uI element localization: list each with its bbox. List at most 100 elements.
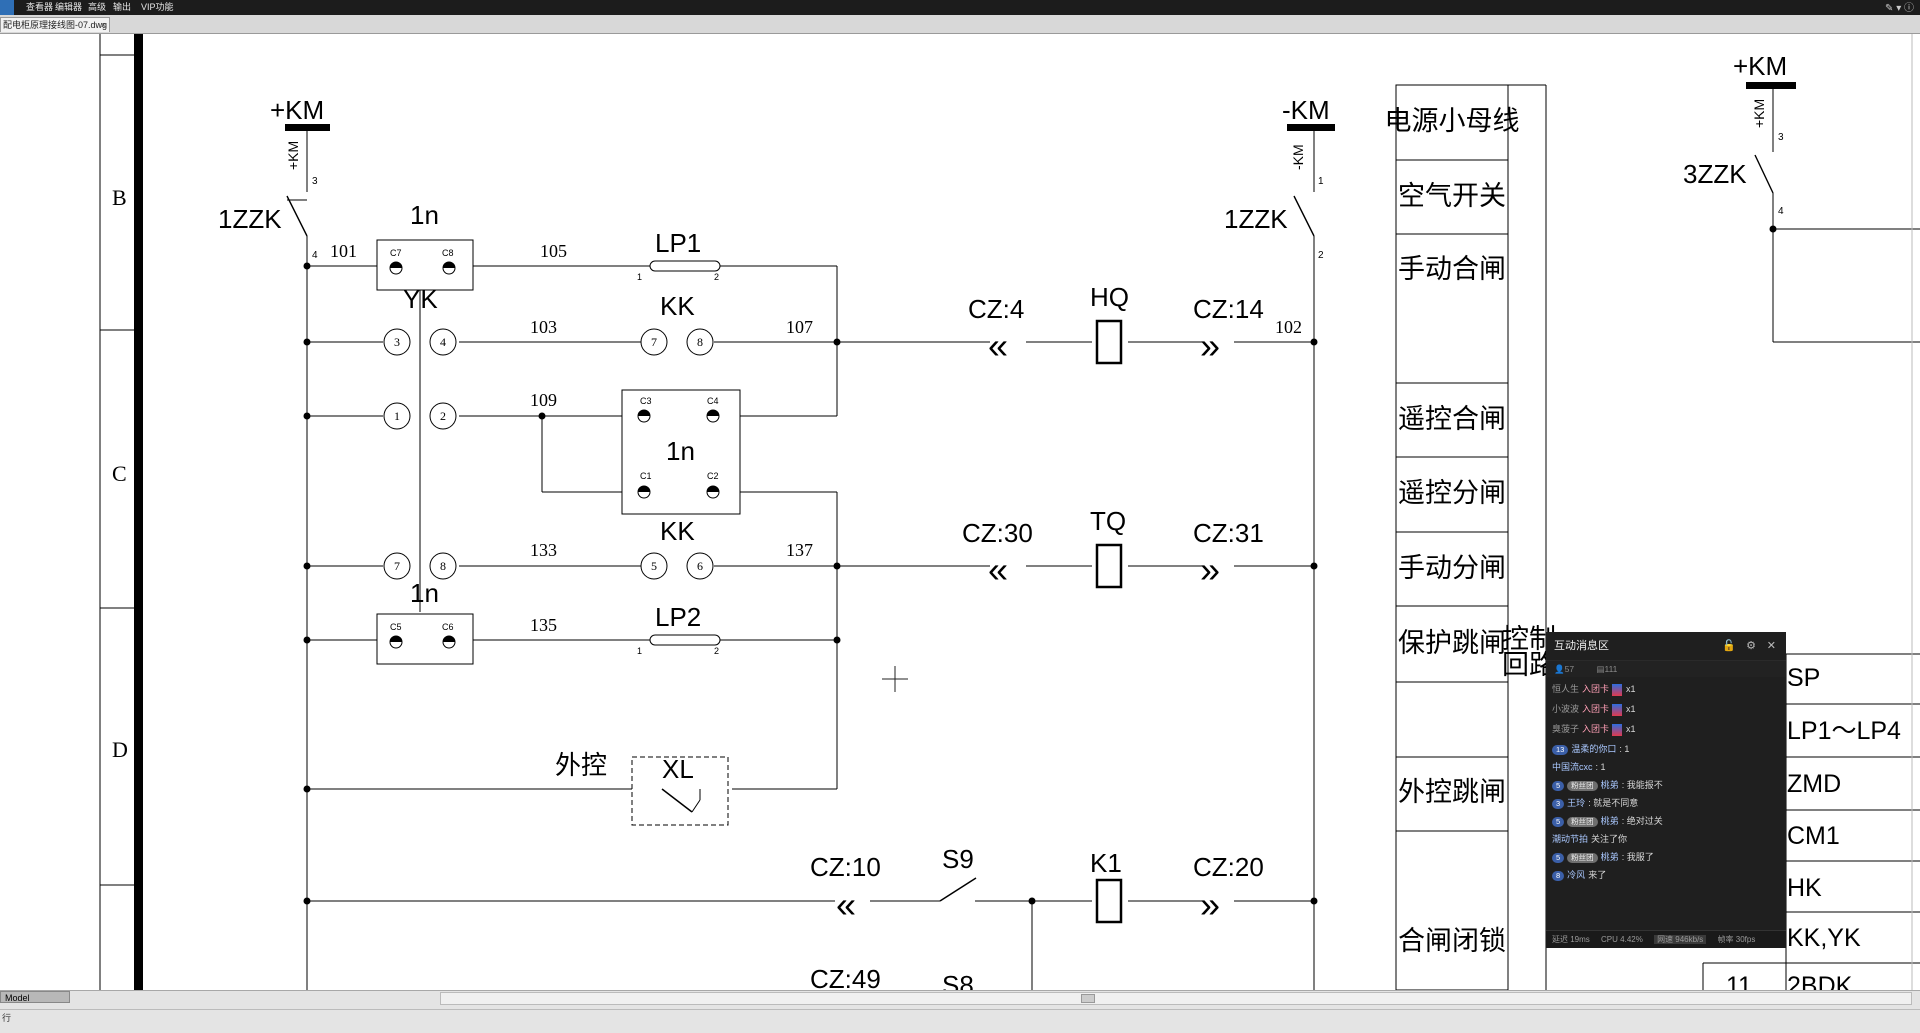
card-icon	[1612, 723, 1623, 736]
svg-text:1: 1	[1318, 176, 1324, 187]
menu-advanced[interactable]: 高级	[88, 2, 107, 12]
cpu-stat: CPU 4.42%	[1601, 935, 1643, 944]
svg-text:8: 8	[697, 335, 703, 349]
svg-text:101: 101	[330, 241, 357, 261]
func-label: 遥控分闸	[1398, 478, 1506, 508]
cz14-label: CZ:14	[1193, 294, 1264, 324]
coil-hq-label: HQ	[1090, 282, 1129, 312]
table-cell: CM1	[1787, 822, 1840, 850]
document-tab-bar: 配电柜原理接线图-07.dwg ×	[0, 15, 1920, 34]
menu-vip[interactable]: VIP功能	[141, 2, 174, 12]
svg-text:4: 4	[1778, 206, 1784, 217]
delay-stat: 延迟 19ms	[1552, 935, 1590, 944]
table-cell: LP1～LP4	[1787, 717, 1901, 745]
bus-positive-label-far: +KM	[1733, 51, 1787, 81]
panel-title: 互动消息区	[1554, 640, 1609, 652]
menu-viewer[interactable]: 查看器	[26, 2, 54, 12]
table-cell: ZMD	[1787, 770, 1841, 798]
viewers-count: 57	[1564, 664, 1575, 674]
func-label: 合闸闭锁	[1398, 926, 1506, 956]
kk-label-top: KK	[660, 291, 695, 321]
coil-tq-label: TQ	[1090, 506, 1126, 536]
gear-icon[interactable]: ⚙	[1746, 640, 1756, 652]
svg-text:C6: C6	[442, 622, 454, 632]
net-stat: 网速 946kb/s	[1654, 935, 1707, 944]
svg-text:7: 7	[651, 335, 657, 349]
svg-text:102: 102	[1275, 317, 1302, 337]
relay-k1-label: K1	[1090, 848, 1122, 878]
svg-text:3: 3	[312, 176, 318, 187]
kk-label-bottom: KK	[660, 516, 695, 546]
svg-text:135: 135	[530, 615, 557, 635]
external-control-label: 外控	[555, 750, 607, 780]
func-label: 外控跳闸	[1398, 777, 1506, 807]
svg-text:6: 6	[697, 559, 703, 573]
table-cell: SP	[1787, 664, 1820, 692]
svg-text:103: 103	[530, 317, 557, 337]
viewers-icon: 👤57	[1554, 664, 1575, 674]
status-area: Model 行	[0, 990, 1920, 1033]
menu-output[interactable]: 输出	[113, 2, 132, 12]
svg-text:C1: C1	[640, 471, 652, 481]
svg-text:1: 1	[637, 646, 642, 656]
members-icon: ▤111	[1596, 664, 1618, 674]
row-label-d: D	[112, 737, 128, 762]
app-logo-icon[interactable]	[0, 0, 14, 15]
menu-bar: 查看器 编辑器 高级 输出 VIP功能 ✎ ▾ ⓘ	[0, 0, 1920, 15]
func-label: 空气开关	[1398, 181, 1506, 211]
bus-rotated-label-far: +KM	[1751, 99, 1767, 128]
svg-text:C4: C4	[707, 396, 719, 406]
cz10-connector-icon: «	[836, 884, 856, 925]
svg-text:137: 137	[786, 540, 813, 560]
table-cell: HK	[1787, 874, 1822, 902]
card-icon	[1612, 703, 1623, 716]
close-icon[interactable]: ✕	[1766, 640, 1776, 652]
svg-text:C3: C3	[640, 396, 652, 406]
func-label: 遥控合闸	[1398, 404, 1506, 434]
svg-text:2: 2	[714, 646, 719, 656]
menu-editor[interactable]: 编辑器	[55, 2, 83, 12]
cz10-label: CZ:10	[810, 852, 881, 882]
cz14-connector-icon: »	[1200, 325, 1220, 366]
switch-s9-label: S9	[942, 844, 974, 874]
svg-text:C5: C5	[390, 622, 402, 632]
bus-rotated-label-neg: -KM	[1290, 144, 1306, 170]
model-tab[interactable]: Model	[0, 991, 70, 1003]
scroll-thumb[interactable]	[1081, 994, 1095, 1003]
cz4-label: CZ:4	[968, 294, 1024, 324]
svg-text:2: 2	[440, 409, 446, 423]
breaker-1zzk-right: 1ZZK	[1224, 204, 1288, 234]
svg-text:2: 2	[1318, 250, 1324, 261]
plate-lp1-label: LP1	[655, 228, 701, 258]
horizontal-scrollbar[interactable]	[440, 992, 1912, 1005]
close-icon[interactable]: ×	[100, 20, 106, 30]
bus-rotated-label: +KM	[285, 141, 301, 170]
row-label-b: B	[112, 185, 127, 210]
document-tab[interactable]: 配电柜原理接线图-07.dwg ×	[0, 17, 110, 32]
cz49-label: CZ:49	[810, 964, 881, 990]
panel-footer: 延迟 19ms CPU 4.42% 网速 946kb/s 帧率 30fps	[1546, 930, 1786, 948]
func-label: 手动分闸	[1398, 553, 1506, 583]
svg-text:2: 2	[714, 272, 719, 282]
unit-1n-top: 1n	[410, 200, 439, 230]
breaker-1zzk-left: 1ZZK	[218, 204, 282, 234]
drawing-canvas[interactable]: B C D +KM +KM 3 1ZZK 4	[0, 34, 1920, 990]
help-icon[interactable]: ✎ ▾ ⓘ	[1885, 3, 1914, 14]
svg-text:107: 107	[786, 317, 813, 337]
table-cell: 2BDK	[1787, 972, 1853, 990]
command-line[interactable]	[0, 1009, 1920, 1020]
table-cell: 11	[1726, 972, 1752, 990]
list-item: 潮动节拍关注了你	[1552, 834, 1628, 844]
svg-text:4: 4	[440, 335, 446, 349]
svg-text:105: 105	[540, 241, 567, 261]
lock-icon[interactable]: 🔓	[1722, 640, 1736, 652]
plate-lp2-label: LP2	[655, 602, 701, 632]
func-label: 保护跳闸	[1398, 628, 1506, 658]
